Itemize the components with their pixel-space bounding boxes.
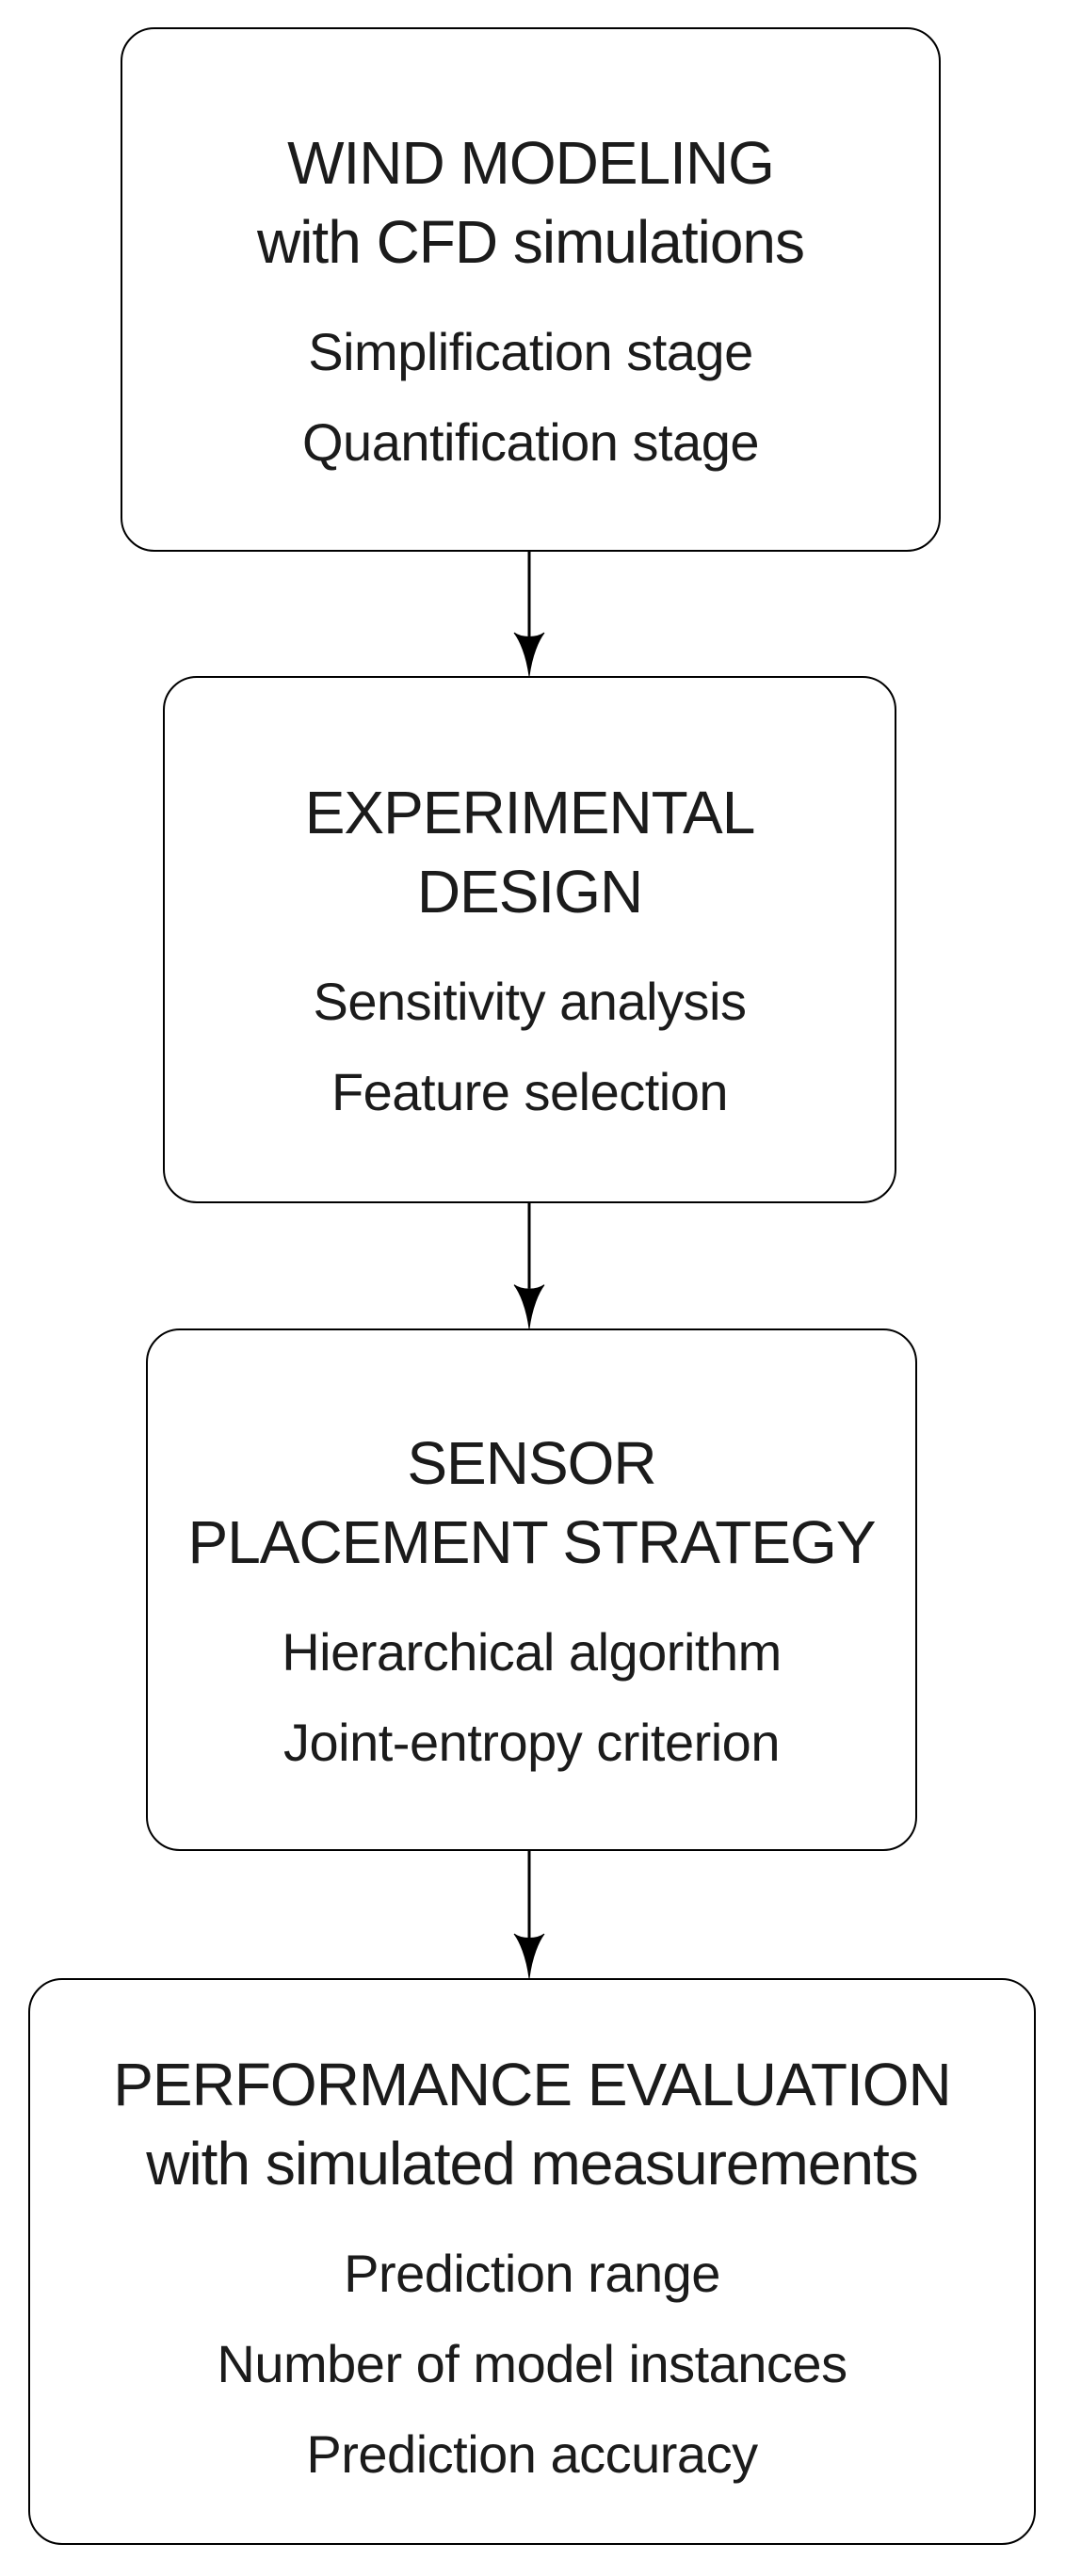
box-item: Prediction range <box>344 2244 720 2303</box>
box-title: WIND MODELING with CFD simulations <box>256 123 805 282</box>
box-title-line: DESIGN <box>416 858 643 926</box>
down-arrow-icon <box>513 552 545 676</box>
box-title-line: with CFD simulations <box>256 207 805 276</box>
box-item: Number of model instances <box>217 2334 847 2393</box>
box-item: Joint-entropy criterion <box>283 1712 780 1772</box>
box-title-line: EXPERIMENTAL <box>304 779 756 846</box>
box-item: Quantification stage <box>302 411 759 472</box>
box-title-line: PERFORMANCE EVALUATION <box>113 2051 952 2118</box>
box-title: EXPERIMENTAL DESIGN <box>304 773 756 931</box>
box-title: SENSOR PLACEMENT STRATEGY <box>187 1424 877 1582</box>
box-title: PERFORMANCE EVALUATION with simulated me… <box>113 2045 952 2203</box>
stage-box-wind-modeling: WIND MODELING with CFD simulations Simpl… <box>121 27 941 552</box>
down-arrow-icon <box>513 1203 545 1328</box>
box-item: Simplification stage <box>308 321 753 381</box>
box-title-line: SENSOR <box>407 1428 656 1497</box>
stage-box-sensor-placement-strategy: SENSOR PLACEMENT STRATEGY Hierarchical a… <box>146 1328 917 1851</box>
box-item: Hierarchical algorithm <box>282 1621 782 1682</box>
box-title-line: with simulated measurements <box>146 2130 919 2198</box>
stage-box-performance-evaluation: PERFORMANCE EVALUATION with simulated me… <box>28 1978 1036 2545</box>
box-title-line: WIND MODELING <box>287 128 775 197</box>
box-item: Prediction accuracy <box>306 2424 758 2484</box>
box-item: Sensitivity analysis <box>313 972 747 1031</box>
box-item: Feature selection <box>331 1062 729 1121</box>
down-arrow-icon <box>513 1851 545 1978</box>
box-title-line: PLACEMENT STRATEGY <box>187 1507 877 1576</box>
stage-box-experimental-design: EXPERIMENTAL DESIGN Sensitivity analysis… <box>163 676 896 1203</box>
